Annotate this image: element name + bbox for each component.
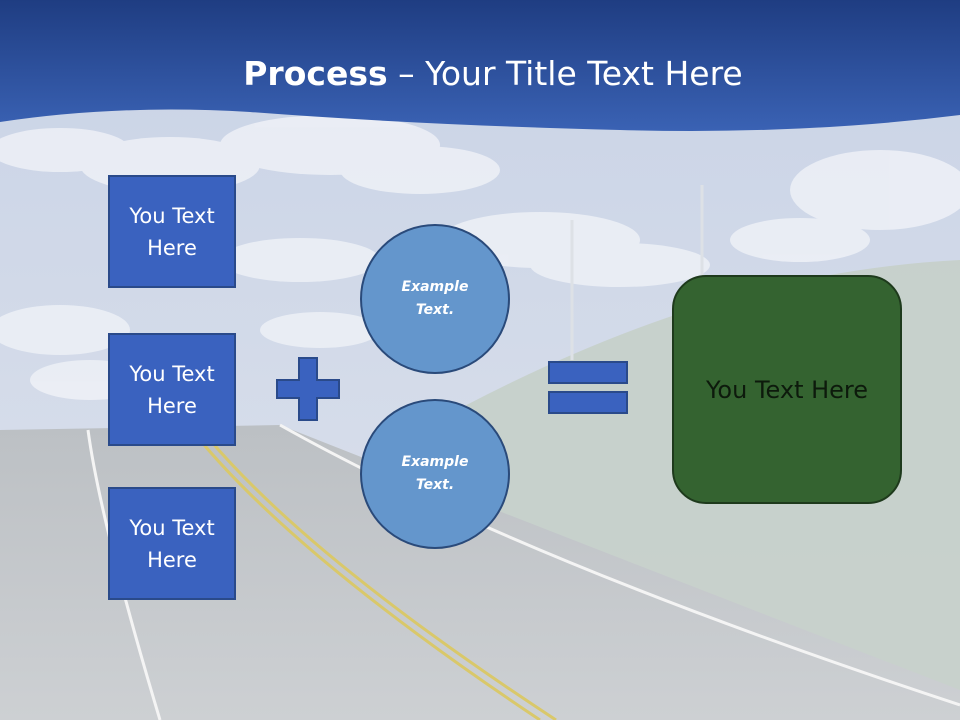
input-box-3: You Text Here bbox=[108, 487, 236, 600]
equals-icon bbox=[548, 361, 628, 414]
example-circle-2: Example Text. bbox=[360, 399, 510, 549]
result-box: You Text Here bbox=[672, 275, 902, 504]
example-circle-1: Example Text. bbox=[360, 224, 510, 374]
input-box-1: You Text Here bbox=[108, 175, 236, 288]
input-box-2: You Text Here bbox=[108, 333, 236, 446]
title-rest: – Your Title Text Here bbox=[387, 54, 743, 93]
title-bold-word: Process bbox=[243, 54, 388, 93]
slide-title: Process – Your Title Text Here bbox=[0, 50, 960, 98]
plus-icon bbox=[276, 357, 340, 421]
